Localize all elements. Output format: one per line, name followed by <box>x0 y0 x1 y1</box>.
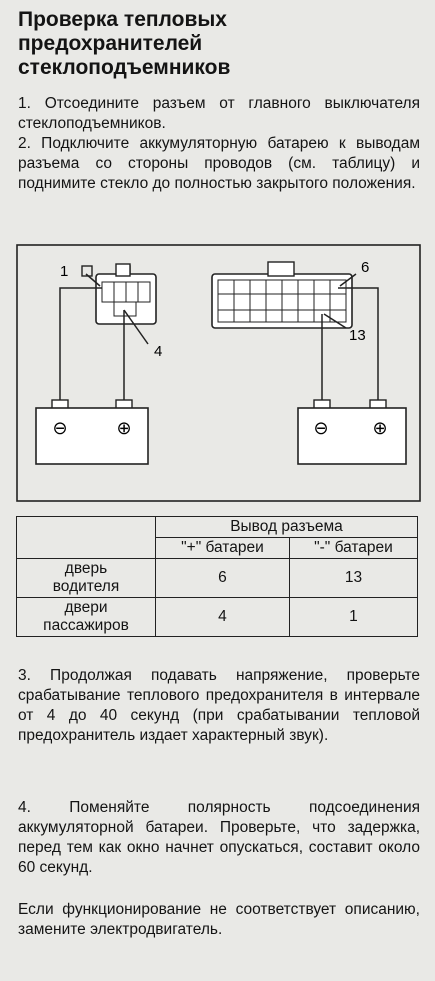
col-minus-header: "-" батареи <box>288 537 419 559</box>
cell-plus: 4 <box>155 597 290 637</box>
row-door-line: водителя <box>52 578 120 595</box>
pin-label-1: 1 <box>60 263 68 280</box>
right-wires <box>321 273 379 406</box>
battery-plus-icon: ⊕ <box>372 418 387 439</box>
left-wires <box>59 273 149 406</box>
title-line-2: предохранителей <box>18 32 203 55</box>
table-corner <box>16 516 156 559</box>
row-door-line: дверь <box>64 560 108 577</box>
title-line-3: стеклоподъемников <box>18 56 231 79</box>
battery-minus-icon: ⊖ <box>52 418 67 439</box>
table-header: Вывод разъема <box>155 516 418 538</box>
table-row: двери пассажиров 4 1 <box>16 597 419 637</box>
step-3-text: 3. Продолжая подавать напряжение, провер… <box>18 667 420 744</box>
row-door-label: двери пассажиров <box>16 597 156 637</box>
row-door-line: пассажиров <box>43 617 129 634</box>
step-1-text: 1. Отсоедините разъем от главного выключ… <box>18 95 420 132</box>
cell-minus: 1 <box>288 597 419 637</box>
battery-plus-icon: ⊕ <box>116 418 131 439</box>
section-title: Проверка тепловых предохранителей стекло… <box>18 8 318 80</box>
title-line-1: Проверка тепловых <box>18 8 227 31</box>
pin-label-4: 4 <box>154 343 162 360</box>
left-connector <box>81 263 157 325</box>
wiring-diagram: 1 4 6 13 ⊖ ⊕ ⊖ ⊕ <box>16 244 421 502</box>
final-note: Если функционирование не соответствует о… <box>18 901 420 938</box>
cell-minus: 13 <box>288 558 419 598</box>
row-door-label: дверь водителя <box>16 558 156 598</box>
left-battery: ⊖ ⊕ <box>35 399 149 465</box>
col-plus-header: "+" батареи <box>155 537 290 559</box>
row-door-line: двери <box>64 599 108 616</box>
cell-plus: 6 <box>155 558 290 598</box>
step-4-text: 4. Поменяйте полярность подсоединения ак… <box>18 799 420 876</box>
right-connector <box>211 261 353 329</box>
table-row: дверь водителя 6 13 <box>16 558 419 598</box>
step-2-text: 2. Подключите аккумуляторную батарею к в… <box>18 135 420 192</box>
battery-minus-icon: ⊖ <box>313 418 328 439</box>
pin-label-13: 13 <box>349 327 366 344</box>
connector-table: Вывод разъема "+" батареи "-" батареи дв… <box>16 516 419 637</box>
diagram-frame <box>16 244 421 502</box>
right-battery: ⊖ ⊕ <box>297 399 407 465</box>
pin-label-6: 6 <box>361 259 369 276</box>
